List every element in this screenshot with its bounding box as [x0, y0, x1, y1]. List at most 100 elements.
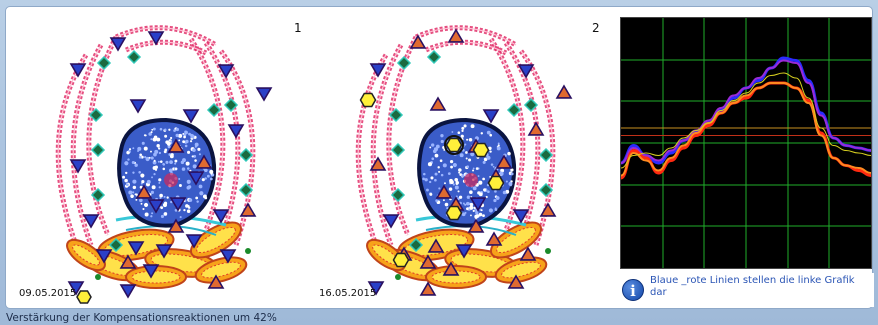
info-icon[interactable]: i [622, 279, 644, 301]
nucleus-dot [465, 201, 470, 206]
nucleus-dot [439, 159, 443, 163]
nucleus-dot [148, 156, 151, 159]
nucleus-dot [169, 136, 173, 140]
nucleus-dot [495, 196, 500, 200]
nucleus-dot [146, 179, 151, 184]
marker-down-icon [367, 281, 385, 296]
nucleus-dot [429, 180, 432, 184]
nucleus-dot [486, 155, 491, 160]
nucleus-dot [438, 170, 441, 173]
marker-down-icon [67, 281, 85, 296]
nucleus-dot [168, 168, 173, 173]
series-line [620, 59, 872, 164]
cell-image-panel-1[interactable]: 1 09.05.2015 [16, 15, 316, 307]
marker-diamond-icon [238, 182, 254, 198]
marker-down-icon [455, 244, 473, 259]
nucleus-dot [157, 160, 160, 163]
nucleus-dot [442, 199, 445, 202]
nucleus-dot [122, 175, 126, 179]
nucleus-dot [482, 214, 485, 218]
nucleus-dot [476, 214, 480, 218]
marker-diamond-icon [96, 55, 112, 71]
nucleus-dot [183, 209, 186, 212]
nucleus-dot [469, 202, 474, 207]
vesicle [545, 248, 551, 254]
nucleus-dot [184, 144, 188, 148]
membrane-arc [372, 44, 402, 246]
nucleus-dot [141, 141, 145, 145]
cell-image-panel-2[interactable]: 2 16.05.2015 [316, 15, 616, 307]
nucleus-dot [469, 190, 473, 194]
nucleus-dot [450, 165, 453, 169]
marker-down-icon [169, 197, 187, 212]
nucleus-dot [128, 148, 132, 151]
nucleus-dot [466, 138, 469, 141]
status-text: Verstärkung der Kompensationsreaktionen … [6, 312, 277, 324]
nucleus-dot [165, 140, 169, 144]
nucleus-dot [159, 160, 163, 163]
nucleus-dot [150, 190, 155, 194]
nucleus-dot [186, 209, 191, 213]
nucleus-dot [150, 156, 154, 160]
nucleus-dot [478, 192, 483, 197]
nucleus-dot [458, 168, 462, 172]
nucleus-dot [473, 206, 476, 209]
nucleus-dot [192, 148, 196, 152]
nucleus-dot [178, 183, 182, 187]
nucleus-dot [175, 133, 179, 138]
comparison-chart[interactable] [620, 17, 872, 269]
nucleus-dot [174, 208, 178, 212]
nucleus-dot [464, 143, 467, 146]
marker-diamond-icon [390, 187, 406, 203]
content-frame: 1 09.05.2015 2 16.05.2015 i Blaue _rote … [5, 6, 874, 309]
panel-date: 09.05.2015 [19, 288, 77, 299]
marker-down-icon [142, 264, 160, 279]
marker-up-icon [195, 154, 213, 169]
nucleus-dot [166, 196, 169, 199]
nucleus-dot [154, 149, 159, 154]
nucleus-dot [134, 193, 137, 196]
nucleus-dot [424, 178, 428, 182]
nucleus-dot [152, 127, 156, 131]
membrane-arc [57, 54, 87, 246]
nucleus-dot [483, 157, 488, 162]
marker-down-icon [369, 63, 387, 78]
nucleus-dot [135, 198, 138, 201]
nucleus-dot [158, 181, 161, 184]
nucleus-dot [203, 168, 208, 173]
marker-hexagon-icon [487, 175, 505, 191]
nucleus-dot [451, 131, 454, 133]
nucleus-dot [150, 131, 153, 134]
marker-up-icon [427, 238, 445, 253]
nucleus-dot [507, 151, 511, 156]
nucleus-dot [461, 126, 465, 130]
marker-down-icon [217, 64, 235, 79]
marker-diamond-icon [523, 97, 539, 113]
nucleus-dot [442, 163, 447, 168]
nucleus-dot [163, 195, 166, 198]
nucleus-dot [508, 181, 513, 186]
marker-up-icon [527, 121, 545, 136]
nucleus-dot [449, 180, 454, 185]
nucleus-dot [472, 186, 477, 191]
marker-down-icon [119, 284, 137, 299]
nucleus-dot [470, 124, 475, 129]
nucleus-dot [124, 161, 129, 166]
nucleus-dot [157, 147, 161, 150]
nucleus-dot [179, 216, 182, 219]
nucleus-dot [502, 190, 507, 195]
marker-down-icon [185, 234, 203, 249]
nucleus-dot [494, 207, 497, 210]
nucleus-dot [159, 196, 162, 200]
nucleus-dot [165, 160, 169, 164]
nucleus-dot [466, 165, 470, 169]
nucleus-dot [128, 190, 133, 195]
series-line [620, 72, 872, 169]
nucleus-dot [505, 189, 510, 194]
chart-plot [620, 18, 872, 268]
nucleus-dot [190, 134, 195, 139]
nucleus-dot [164, 128, 167, 132]
nucleus-dot [444, 182, 446, 185]
nucleus-dot [186, 179, 191, 184]
nucleolus [164, 173, 178, 187]
